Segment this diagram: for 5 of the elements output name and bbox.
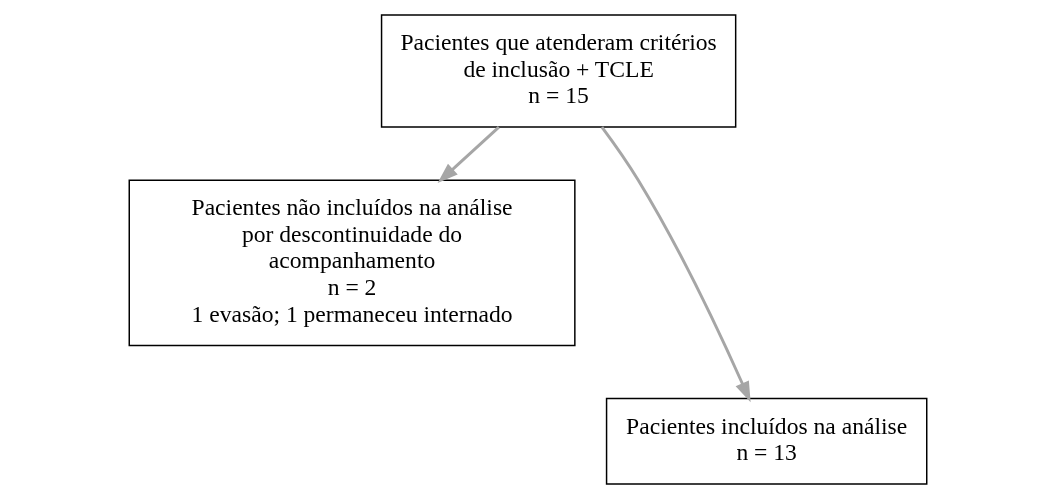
node-box: Pacientes que atenderam critérios de inclusão + TCLE n = 15 — [380, 13, 736, 128]
node-box: Pacientes não incluídos na análise por descontinuidade do acompanhamento n = 2 1 evasão; 1 permaneceu internado — [128, 178, 576, 346]
node-box: Pacientes incluídos na análise n = 13 — [605, 397, 927, 485]
arrow — [437, 125, 500, 183]
arrow — [600, 125, 751, 402]
